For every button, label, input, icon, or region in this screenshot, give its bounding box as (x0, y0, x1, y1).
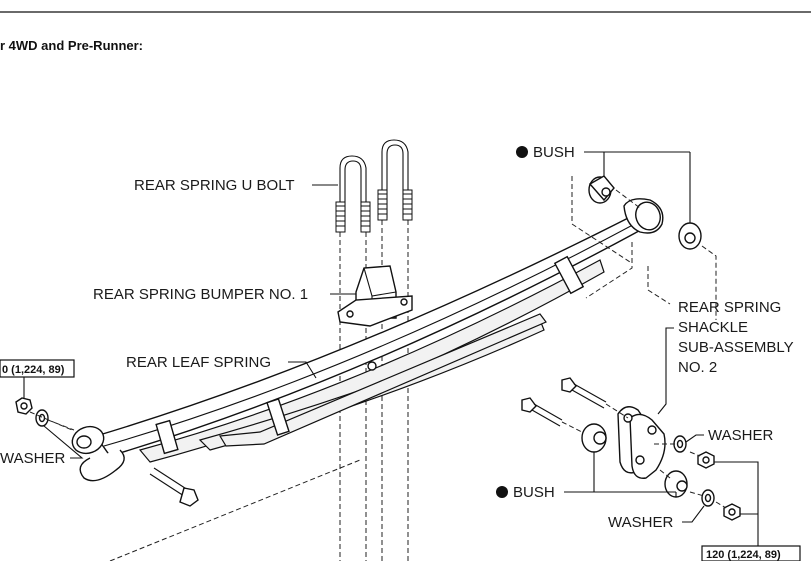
washer-left-label: WASHER (0, 450, 65, 467)
nut-bottom (723, 503, 741, 521)
bush-bottom-label: BUSH (513, 484, 555, 501)
spring-bumper (337, 265, 413, 327)
bush-top-label: BUSH (533, 144, 575, 161)
spring-eye-top (623, 198, 664, 234)
washer-bottom-label: WASHER (608, 514, 673, 531)
shackle-label: REAR SPRING SHACKLE SUB-ASSEMBLY NO. 2 (678, 299, 794, 376)
svg-text:120 (1,224, 89): 120 (1,224, 89) (706, 549, 781, 561)
svg-text:SUB-ASSEMBLY: SUB-ASSEMBLY (678, 339, 794, 356)
left-bolt (149, 467, 199, 507)
bumper-label: REAR SPRING BUMPER NO. 1 (93, 286, 308, 303)
u-bolt-label: REAR SPRING U BOLT (134, 177, 295, 194)
left-torque-box: 0 (1,224, 89) (0, 359, 75, 378)
right-torque-box: 120 (1,224, 89) (701, 545, 801, 561)
washer-right-top-label: WASHER (708, 427, 773, 444)
bush-bottom-label-group: BUSH (496, 452, 677, 501)
filled-circle-icon (496, 486, 508, 498)
bush-top-left (588, 175, 615, 204)
u-bolt-front (335, 155, 371, 233)
washer-right-top-part (673, 435, 687, 453)
bush-bottom-right (664, 470, 688, 498)
left-nut (15, 397, 33, 415)
leaf-spring-label: REAR LEAF SPRING (126, 354, 271, 371)
leaf-spring (71, 211, 649, 482)
svg-text:NO. 2: NO. 2 (678, 359, 717, 376)
section-header: r 4WD and Pre-Runner: (0, 38, 143, 53)
shackle-plate (617, 406, 666, 479)
nut-right-top (697, 451, 715, 469)
filled-circle-icon (516, 146, 528, 158)
bolt-upper-2 (521, 397, 563, 427)
washer-bottom-part (701, 489, 715, 507)
bush-bottom-left (581, 423, 607, 453)
svg-text:SHACKLE: SHACKLE (678, 319, 748, 336)
bush-top-right (678, 222, 702, 250)
u-bolt-rear (377, 139, 413, 221)
bush-top-label-group: BUSH (516, 144, 691, 226)
left-washer (35, 409, 49, 427)
bolt-upper-1 (561, 377, 607, 409)
svg-text:REAR SPRING: REAR SPRING (678, 299, 781, 316)
svg-text:0 (1,224, 89): 0 (1,224, 89) (2, 364, 65, 376)
